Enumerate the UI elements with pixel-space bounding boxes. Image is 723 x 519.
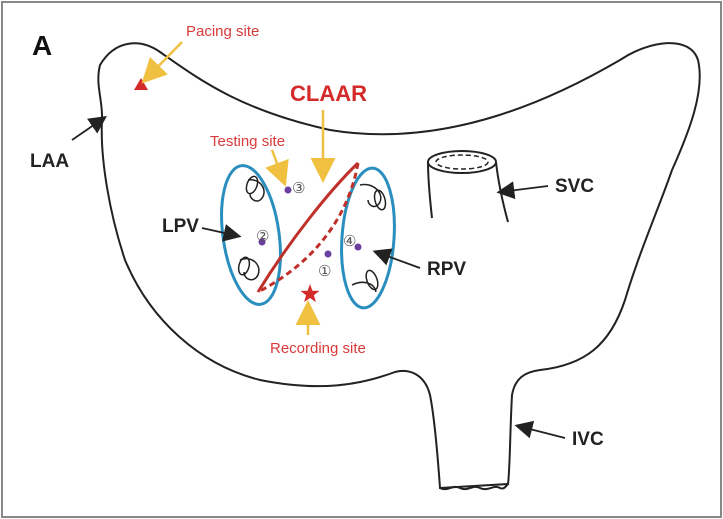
laa-arrow <box>71 115 107 141</box>
rpv-veins <box>351 183 387 293</box>
recording-site-marker <box>300 284 320 303</box>
rpv-arrow <box>372 248 421 269</box>
rpv-label: RPV <box>427 259 466 280</box>
claar-line-solid <box>256 161 360 293</box>
panel-letter: A <box>32 30 52 61</box>
svc-arrow <box>496 181 549 200</box>
site-number-4: ④ <box>343 232 356 250</box>
testing-site-dot-3 <box>284 186 292 194</box>
lpv-label: LPV <box>162 216 199 237</box>
lpv-arrow <box>201 224 242 242</box>
ivc-arrow <box>514 420 566 439</box>
site-dot-2 <box>258 238 266 246</box>
svc-label: SVC <box>555 176 594 197</box>
recording-site-label: Recording site <box>270 340 366 357</box>
site-number-3: ③ <box>292 179 305 197</box>
laa-label: LAA <box>30 151 69 172</box>
lpv-veins <box>237 175 265 281</box>
site-dot-1 <box>324 250 332 258</box>
ivc-bottom-edge <box>439 483 509 491</box>
pacing-site-label: Pacing site <box>186 23 259 40</box>
pacing-site-arrow <box>141 41 183 84</box>
site-number-1: ① <box>318 262 331 280</box>
ivc-label: IVC <box>572 429 604 450</box>
rpv-ring <box>340 166 396 310</box>
testing-site-label: Testing site <box>210 133 285 150</box>
pacing-site-marker <box>134 78 148 90</box>
left-atrium-outline <box>97 42 701 490</box>
site-dot-4 <box>354 243 362 251</box>
testing-site-arrow <box>265 149 289 187</box>
claar-title: CLAAR <box>290 81 367 106</box>
claar-line-dashed <box>257 162 360 294</box>
site-number-2: ② <box>256 227 269 245</box>
